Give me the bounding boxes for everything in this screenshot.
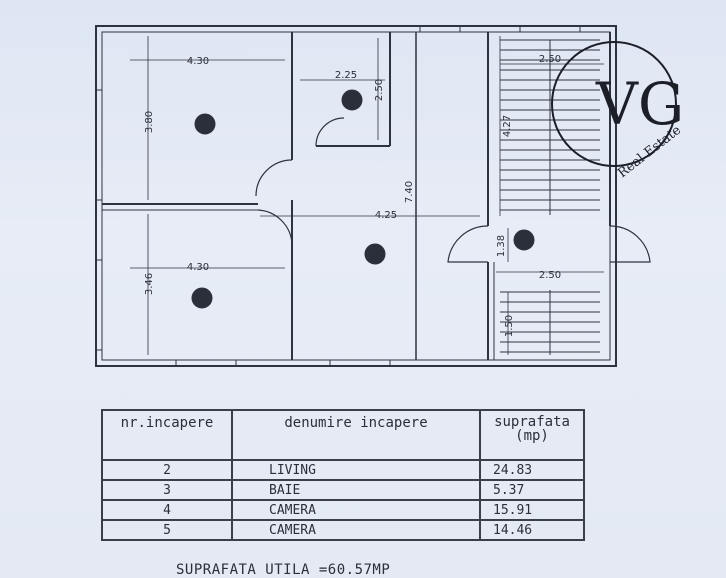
dim-landing-height: 1.38 xyxy=(496,235,507,257)
table-row: 5 CAMERA 14.46 xyxy=(101,519,585,541)
total-usable-area: SUPRAFATA UTILA =60.57MP xyxy=(176,562,391,578)
room-number-cell: 4 xyxy=(101,499,233,521)
header-area-line1: suprafata xyxy=(494,414,570,430)
room-number-cell: 3 xyxy=(101,479,233,501)
room-area-cell: 5.37 xyxy=(479,479,585,501)
room-area-cell: 15.91 xyxy=(479,499,585,521)
table-row: 2 LIVING 24.83 xyxy=(101,459,585,481)
room-label-3: 3 xyxy=(347,92,357,110)
room-number-cell: 5 xyxy=(101,519,233,541)
table-header-row: nr.incapere denumire incapere suprafata … xyxy=(101,409,585,461)
room-label-4: 4 xyxy=(200,116,210,134)
room-name-cell: BAIE xyxy=(231,479,481,501)
dim-stair-top-height: 4.27 xyxy=(502,115,513,137)
room-name-cell: CAMERA xyxy=(231,519,481,541)
header-room-number: nr.incapere xyxy=(101,409,233,461)
dim-room5-width: 4.30 xyxy=(187,262,209,273)
dim-stair-bottom-width: 2.50 xyxy=(539,270,561,281)
room-label-5: 5 xyxy=(197,290,207,308)
header-area: suprafata (mp) xyxy=(479,409,585,461)
dim-living-height: 7.40 xyxy=(404,181,415,203)
room-area-table: nr.incapere denumire incapere suprafata … xyxy=(101,409,585,541)
dim-room4-width: 4.30 xyxy=(187,56,209,67)
dim-stair-top-width: 2.50 xyxy=(539,54,561,65)
dim-room5-height: 3.46 xyxy=(144,273,155,295)
dim-room3-height: 2.50 xyxy=(374,79,385,101)
dim-room3-width: 2.25 xyxy=(335,70,357,81)
logo-letters: VG xyxy=(595,70,684,138)
room-label-1: 1 xyxy=(519,232,529,250)
dim-living-width: 4.25 xyxy=(375,210,397,221)
room-area-cell: 24.83 xyxy=(479,459,585,481)
table-row: 4 CAMERA 15.91 xyxy=(101,499,585,521)
room-name-cell: CAMERA xyxy=(231,499,481,521)
room-label-2: 2 xyxy=(370,246,380,264)
table-row: 3 BAIE 5.37 xyxy=(101,479,585,501)
header-area-line2: (mp) xyxy=(515,428,549,444)
room-number-cell: 2 xyxy=(101,459,233,481)
room-name-cell: LIVING xyxy=(231,459,481,481)
floor-plan: 4 2 3 5 1 4.30 3.80 2.25 2.50 7.40 4.25 … xyxy=(95,25,684,367)
dim-room4-height: 3.80 xyxy=(144,111,155,133)
room-area-cell: 14.46 xyxy=(479,519,585,541)
header-room-name: denumire incapere xyxy=(231,409,481,461)
dim-stair-bottom-height: 1.50 xyxy=(504,315,515,337)
